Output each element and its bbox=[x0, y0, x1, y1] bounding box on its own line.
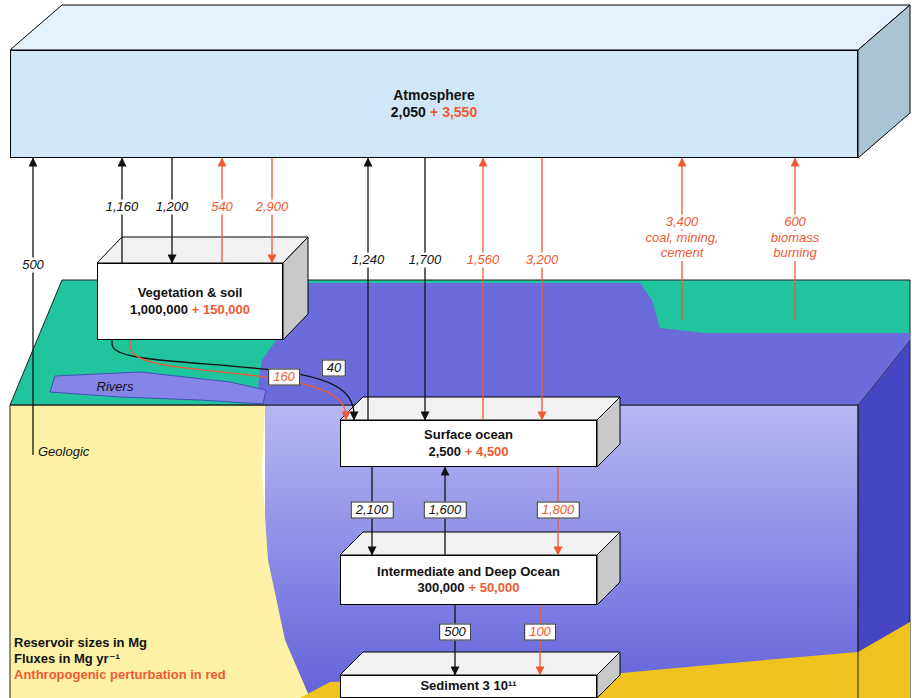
reservoir-name: Vegetation & soil bbox=[138, 285, 243, 300]
source-label: Geologic bbox=[38, 445, 89, 460]
anthropogenic-size: + 50,000 bbox=[468, 580, 519, 595]
flux-arrow bbox=[112, 340, 354, 420]
reservoir-box: Vegetation & soil 1,000,000 + 150,000 bbox=[97, 263, 283, 340]
flux-number: 1,200 bbox=[154, 200, 191, 215]
flux-number: 540 bbox=[209, 200, 235, 215]
source-label: coal, mining, cement bbox=[634, 231, 730, 261]
flux-arrow bbox=[482, 158, 483, 420]
anthropogenic-size: + 4,500 bbox=[465, 444, 509, 459]
flux-number: 1,800 bbox=[537, 502, 580, 519]
seafloor-sediment bbox=[300, 622, 910, 698]
text-line: Intermediate and Deep Ocean bbox=[377, 564, 560, 580]
text-line: Surface ocean bbox=[424, 427, 513, 443]
reservoir-name: Intermediate and Deep Ocean bbox=[377, 564, 560, 579]
flux-number: 3,200 bbox=[524, 253, 561, 268]
text-line: 1,000,000 + 150,000 bbox=[130, 302, 250, 318]
land-top-surface bbox=[10, 280, 910, 405]
legend-note: Reservoir sizes in Mg bbox=[14, 636, 147, 651]
reservoir-name: Sediment 3 10¹¹ bbox=[420, 678, 516, 693]
box-text: Vegetation & soil 1,000,000 + 150,000 bbox=[130, 285, 250, 318]
flux-number: 2,100 bbox=[351, 502, 394, 519]
land-front-face bbox=[10, 405, 310, 698]
reservoir-size: 300,000 bbox=[418, 580, 465, 595]
reservoir-box: Surface ocean 2,500 + 4,500 bbox=[340, 420, 597, 467]
box-side-face bbox=[858, 5, 910, 158]
flux-number: 1,600 bbox=[424, 502, 467, 519]
reservoir-size: 2,500 bbox=[428, 444, 461, 459]
block-edge bbox=[10, 405, 11, 698]
ocean-top-surface bbox=[258, 283, 910, 405]
box-text: Surface ocean 2,500 + 4,500 bbox=[424, 427, 513, 460]
flux-arrow bbox=[130, 340, 346, 420]
reservoir-name: Surface ocean bbox=[424, 427, 513, 442]
legend-note: Anthropogenic perturbation in red bbox=[14, 668, 226, 683]
box-text: Intermediate and Deep Ocean300,000+ 50,0… bbox=[377, 564, 560, 597]
flux-number: 600 bbox=[782, 215, 808, 230]
anthropogenic-size: + 150,000 bbox=[192, 302, 250, 317]
text-line: Vegetation & soil bbox=[130, 285, 250, 301]
flux-number: 100 bbox=[524, 624, 556, 641]
box-text: Atmosphere2,050+ 3,550 bbox=[391, 87, 477, 122]
reservoir-box: Intermediate and Deep Ocean300,000+ 50,0… bbox=[340, 555, 597, 605]
flux-number: 160 bbox=[268, 369, 300, 386]
box-side-face bbox=[283, 237, 308, 340]
river-label: Rivers bbox=[97, 380, 134, 395]
flux-number: 1,240 bbox=[350, 253, 387, 268]
flux-arrow bbox=[367, 158, 368, 420]
legend-note: Fluxes in Mg yr⁻¹ bbox=[14, 652, 120, 667]
text-line: 2,050+ 3,550 bbox=[391, 104, 477, 122]
box-side-face bbox=[597, 397, 620, 467]
box-top-face bbox=[340, 532, 620, 555]
flux-number: 1,160 bbox=[104, 200, 141, 215]
reservoir-name: Atmosphere bbox=[393, 87, 475, 103]
ocean-front-face bbox=[265, 405, 858, 698]
flux-number: 500 bbox=[20, 258, 46, 273]
flux-number: 2,900 bbox=[254, 200, 291, 215]
text-line: Atmosphere bbox=[391, 87, 477, 105]
source-label: biomass burning bbox=[758, 231, 832, 261]
flux-number: 500 bbox=[439, 624, 471, 641]
flux-number: 3,400 bbox=[664, 215, 701, 230]
reservoir-size: 1,000,000 bbox=[130, 302, 188, 317]
text-line: 300,000+ 50,000 bbox=[377, 580, 560, 596]
flux-arrow bbox=[541, 158, 542, 420]
flux-number: 1,700 bbox=[407, 253, 444, 268]
box-top-face bbox=[340, 397, 620, 420]
box-side-face bbox=[597, 652, 620, 698]
block-edge bbox=[858, 405, 859, 698]
reservoir-box: Atmosphere2,050+ 3,550 bbox=[10, 50, 858, 158]
box-top-face bbox=[10, 5, 910, 50]
box-top-face bbox=[340, 652, 620, 675]
text-line: 2,500 + 4,500 bbox=[424, 444, 513, 460]
reservoir-size: 2,050 bbox=[391, 104, 426, 120]
reservoir-box: Sediment 3 10¹¹ bbox=[340, 675, 597, 698]
text-line: Sediment 3 10¹¹ bbox=[420, 678, 516, 694]
anthropogenic-size: + 3,550 bbox=[430, 104, 477, 120]
box-text: Sediment 3 10¹¹ bbox=[420, 678, 516, 694]
source-arrow bbox=[32, 158, 33, 455]
river-channel bbox=[50, 372, 266, 404]
box-side-face bbox=[597, 532, 620, 605]
box-faces bbox=[10, 5, 910, 698]
box-top-face bbox=[97, 237, 308, 263]
flux-number: 1,560 bbox=[465, 253, 502, 268]
source-arrow-group bbox=[33, 158, 795, 455]
flux-arrow bbox=[424, 158, 425, 420]
flux-number: 40 bbox=[322, 360, 346, 377]
